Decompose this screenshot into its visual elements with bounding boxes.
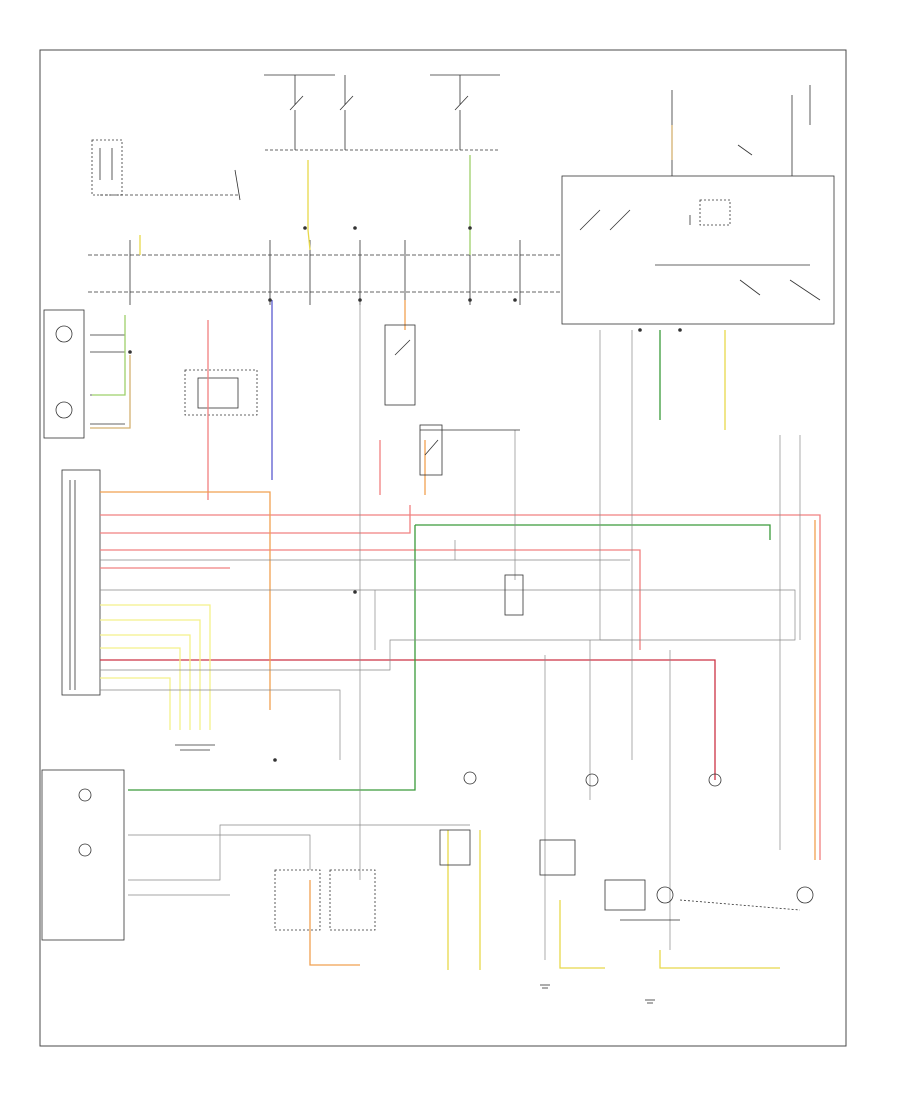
wire-red-2 — [100, 549, 641, 650]
wire-orange-5 — [309, 880, 360, 966]
wire-lyellow-5 — [100, 677, 171, 730]
bottom-lamps — [274, 771, 814, 931]
wire-lyellow-3 — [100, 634, 191, 730]
dimmer-switch-box — [91, 139, 241, 201]
wire-green-1 — [415, 524, 771, 540]
wire-orange-1 — [100, 491, 271, 710]
wire-lyellow-4 — [100, 647, 181, 730]
hot-bus-top — [264, 74, 500, 151]
wire-lyellow-1 — [100, 604, 211, 730]
central-connector — [61, 469, 101, 696]
fuse-block — [88, 240, 560, 305]
wire-red-3 — [100, 505, 411, 534]
ground-icon — [540, 984, 550, 989]
wire-yellow-6 — [659, 950, 780, 969]
wires-gray — [100, 300, 801, 960]
diagram-border — [39, 49, 847, 1047]
splice-dots — [128, 226, 682, 762]
mid-components — [384, 324, 524, 616]
wire-tan-1 — [90, 355, 131, 429]
ground-icon — [645, 999, 655, 1004]
wire-dred-1 — [100, 659, 716, 780]
wire-yellow-1 — [307, 160, 311, 251]
instrument-cluster — [41, 769, 125, 941]
wire-lgreen-2 — [92, 315, 126, 396]
ground-symbols — [175, 744, 655, 1004]
ground-icon — [175, 744, 215, 751]
left-headlamp — [43, 309, 125, 439]
wire-lyellow-2 — [100, 619, 201, 730]
wire-green-2 — [128, 525, 416, 791]
headlamp-control-module — [184, 369, 258, 416]
relay-box-right — [561, 85, 835, 325]
wire-red-1 — [100, 514, 821, 860]
wire-yellow-5 — [559, 900, 605, 969]
wires — [90, 125, 821, 970]
